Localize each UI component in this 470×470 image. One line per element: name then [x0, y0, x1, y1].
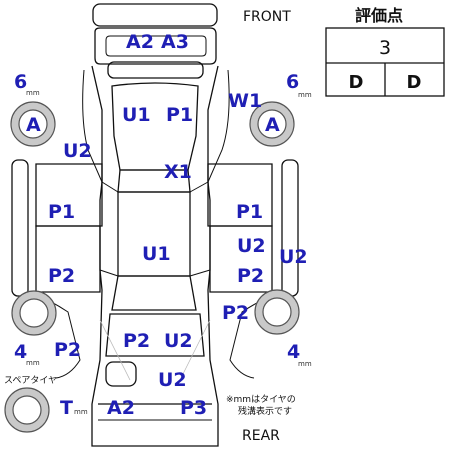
tread-unit-rear-right: mm — [298, 360, 312, 368]
tire-front-right — [249, 101, 295, 147]
tire-rear-right — [254, 289, 300, 335]
grade-interior: D — [349, 72, 364, 93]
right-a-pillar — [207, 69, 230, 183]
mark-right-rear-door-upper: U2 — [237, 235, 266, 257]
perspective-line — [179, 319, 211, 381]
rear-label: REAR — [242, 428, 280, 444]
front-fog-outline — [107, 61, 204, 79]
left-sill-outline — [11, 159, 29, 297]
spare-tire-mark: T — [60, 397, 73, 419]
mark-left-rear-fender: P2 — [54, 339, 81, 361]
spare-tire-label: スペアタイヤ — [4, 375, 57, 386]
mark-roof-center: U1 — [142, 243, 171, 265]
mark-roof-front: X1 — [164, 161, 192, 183]
tread-unit-rear-left: mm — [26, 359, 40, 367]
grade-box: 評価点 3 D D — [325, 6, 445, 97]
mark-front-bumper-left: A2 — [126, 31, 154, 53]
tread-unit-front-left: mm — [26, 89, 40, 97]
front-grille-outline — [105, 35, 207, 57]
mark-front-bumper-right: A3 — [161, 31, 189, 53]
mark-right-side-sill: U2 — [279, 246, 308, 268]
tire-spare — [4, 387, 50, 433]
hood-outline — [111, 82, 199, 171]
tire-rear-left — [11, 290, 57, 336]
mark-rear-bumper-right: P3 — [180, 397, 207, 419]
tread-front-right: 6 — [286, 71, 299, 93]
mark-trunk-right: U2 — [164, 330, 193, 352]
tread-rear-left: 4 — [14, 341, 27, 363]
right-sill-outline — [281, 159, 299, 297]
spare-tire-unit: mm — [74, 408, 88, 416]
perspective-line — [99, 319, 131, 381]
mark-tire-front-right: A — [265, 114, 280, 136]
rear-glass-outline — [111, 275, 197, 311]
mark-left-front-door: P1 — [48, 201, 75, 223]
mark-rear-bumper-left: A2 — [107, 397, 135, 419]
left-roof-link — [101, 181, 119, 193]
tread-rear-right: 4 — [287, 341, 300, 363]
rear-plate-outline — [105, 361, 137, 387]
mark-left-rear-door: P2 — [48, 265, 75, 287]
car-outline — [11, 3, 299, 447]
mark-trunk-left: P2 — [123, 330, 150, 352]
tire-front-left — [10, 101, 56, 147]
mark-hood-left: U1 — [122, 104, 151, 126]
mark-rear-panel: U2 — [158, 369, 187, 391]
tread-note-line2: 残溝表示です — [238, 405, 292, 417]
mark-left-front-fender: U2 — [63, 140, 92, 162]
left-rear-door-outline — [35, 225, 101, 293]
tread-note-line1: ※mmはタイヤの — [226, 394, 296, 405]
mark-right-rear-door: P2 — [237, 265, 264, 287]
right-roof-link — [189, 181, 209, 193]
left-roof-link-rear — [99, 269, 119, 277]
front-plate-outline — [92, 3, 218, 27]
body-contour — [91, 65, 219, 447]
grade-title: 評価点 — [355, 6, 403, 25]
tread-front-left: 6 — [14, 71, 27, 93]
mark-hood-right: P1 — [166, 104, 193, 126]
grade-exterior: D — [407, 72, 422, 93]
left-a-pillar — [82, 69, 103, 183]
right-roof-link-rear — [189, 269, 211, 277]
mark-right-front-door: P1 — [236, 201, 263, 223]
left-front-door-outline — [35, 163, 103, 227]
mark-right-rear-fender: P2 — [222, 302, 249, 324]
grade-score: 3 — [379, 37, 391, 59]
front-bumper-outline — [94, 27, 217, 65]
tread-unit-front-right: mm — [298, 91, 312, 99]
mark-front-right-pillar: W1 — [228, 90, 262, 112]
front-label: FRONT — [243, 9, 291, 25]
trunk-outline — [105, 313, 205, 357]
mark-tire-front-left: A — [26, 114, 41, 136]
